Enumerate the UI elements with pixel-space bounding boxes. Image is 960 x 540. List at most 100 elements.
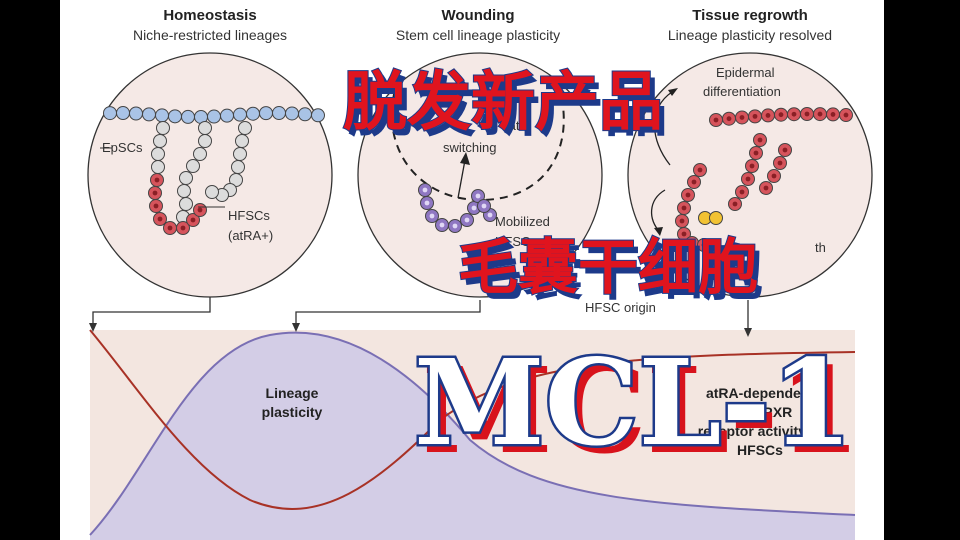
cell-nucleus: [830, 112, 836, 117]
cell-nucleus: [817, 111, 823, 117]
cell: [198, 121, 212, 135]
arrow-head-icon: [744, 328, 752, 337]
cell-nucleus: [180, 225, 186, 231]
panel-subtitle-wounding: Stem cell lineage plasticity: [396, 27, 560, 43]
overlay-mcl-shadow: MCL-1: [422, 341, 861, 480]
cell-nucleus: [843, 112, 849, 118]
cell-chain-homeostasis: [103, 106, 325, 235]
receptor-label-2: RAR-RXR: [728, 404, 793, 420]
cell-nucleus: [475, 193, 481, 199]
cell-chain-wounding: [418, 183, 497, 233]
cell-nucleus: [424, 200, 430, 206]
overlay-line2-shadow: 毛囊干细胞: [463, 239, 763, 309]
cell-nucleus: [167, 225, 173, 231]
cell: [298, 107, 312, 122]
lineage-label-2: plasticity: [262, 404, 323, 420]
mobilized-label: Mobilized: [495, 214, 550, 229]
cell-nucleus: [481, 203, 487, 209]
cell: [198, 134, 212, 148]
cell: [259, 106, 273, 121]
panel-title-homeostasis: Homeostasis: [163, 7, 256, 24]
cell: [156, 121, 170, 135]
cell-nucleus: [153, 203, 159, 209]
fate-label: fate: [505, 118, 527, 133]
cell-nucleus: [691, 179, 697, 185]
cell-nucleus: [739, 189, 745, 195]
cell: [233, 147, 247, 161]
receptor-label-1: atRA-dependent: [706, 385, 814, 401]
cell: [311, 108, 325, 123]
cell-nucleus: [439, 222, 445, 228]
fate-arrow: [457, 159, 466, 199]
cell: [238, 121, 252, 135]
cell-nucleus: [765, 113, 771, 118]
cell-nucleus: [197, 207, 203, 213]
panel-title-wounding: Wounding: [441, 7, 514, 24]
cell: [116, 106, 130, 121]
cell-nucleus: [771, 173, 777, 179]
panel-circle: [87, 52, 333, 298]
cell-nucleus: [190, 217, 196, 223]
cell-nucleus: [681, 205, 687, 211]
receptor-label-4: HFSCs: [737, 442, 783, 458]
cell-nucleus: [429, 213, 435, 219]
cell: [285, 106, 299, 121]
lineage-plasticity-area: [90, 332, 855, 540]
cell: [177, 184, 191, 198]
cell: [153, 134, 167, 148]
cell: [181, 109, 195, 124]
cell: [220, 108, 234, 123]
cell: [709, 211, 723, 225]
overlay-line1-shadow: 脱发新产品: [348, 72, 668, 146]
arrow-head-icon: [292, 323, 300, 332]
atra-label: (atRA+): [228, 228, 273, 243]
cell: [193, 147, 207, 161]
arrow-head-icon: [654, 227, 663, 236]
hfscs-label: HFSCs: [228, 208, 270, 223]
arrow-homeostasis: [92, 295, 211, 330]
cell-nucleus: [739, 115, 745, 120]
overlay-line2: 毛囊干细胞: [458, 233, 758, 303]
panel-regrowth: Epidermal differentiation th: [627, 52, 873, 298]
differentiation-arrow: [653, 91, 673, 166]
bottom-area-plot: Lineage plasticity atRA-dependent RAR-RX…: [89, 295, 856, 540]
mobilized-hfscs-label: HFSCs: [495, 234, 537, 249]
lineage-plasticity-curve: [89, 331, 856, 536]
arrow-wounding: [295, 300, 481, 330]
cell-chain-regrowth: [675, 107, 853, 252]
overlay-mcl: MCL-1: [414, 333, 853, 472]
cell: [205, 185, 219, 199]
cell-nucleus: [452, 223, 458, 229]
cell-nucleus: [752, 113, 758, 119]
cell: [155, 108, 169, 123]
receptor-activity-curve: [89, 329, 856, 510]
cell-nucleus: [701, 242, 707, 248]
cell-nucleus: [713, 117, 719, 123]
cell-nucleus: [152, 190, 158, 196]
cell: [179, 171, 193, 185]
cell-nucleus: [777, 160, 783, 166]
panel-wounding: fate switching Mobilized HFSCs HFSC orig…: [357, 52, 656, 315]
cell: [151, 147, 165, 161]
cell-nucleus: [422, 187, 428, 193]
cell: [246, 106, 260, 121]
panel-subtitle-homeostasis: Niche-restricted lineages: [133, 27, 287, 43]
panel-homeostasis: EpSCs HFSCs (atRA+): [87, 52, 333, 298]
cell-nucleus: [745, 176, 751, 182]
arrow-head-icon: [460, 152, 470, 165]
cell: [235, 134, 249, 148]
epidermal-label: Epidermal: [716, 65, 775, 80]
panel-title-regrowth: Tissue regrowth: [692, 7, 808, 24]
cell-nucleus: [679, 218, 685, 224]
cell: [168, 109, 182, 124]
cell-nucleus: [487, 212, 493, 218]
cell-nucleus: [157, 216, 163, 222]
cell-nucleus: [778, 112, 784, 118]
cell-nucleus: [681, 231, 687, 237]
cell-nucleus: [763, 185, 769, 191]
dashed-boundary: [390, 89, 565, 202]
cell: [179, 197, 193, 211]
cell: [207, 109, 221, 124]
cell-nucleus: [154, 177, 160, 183]
